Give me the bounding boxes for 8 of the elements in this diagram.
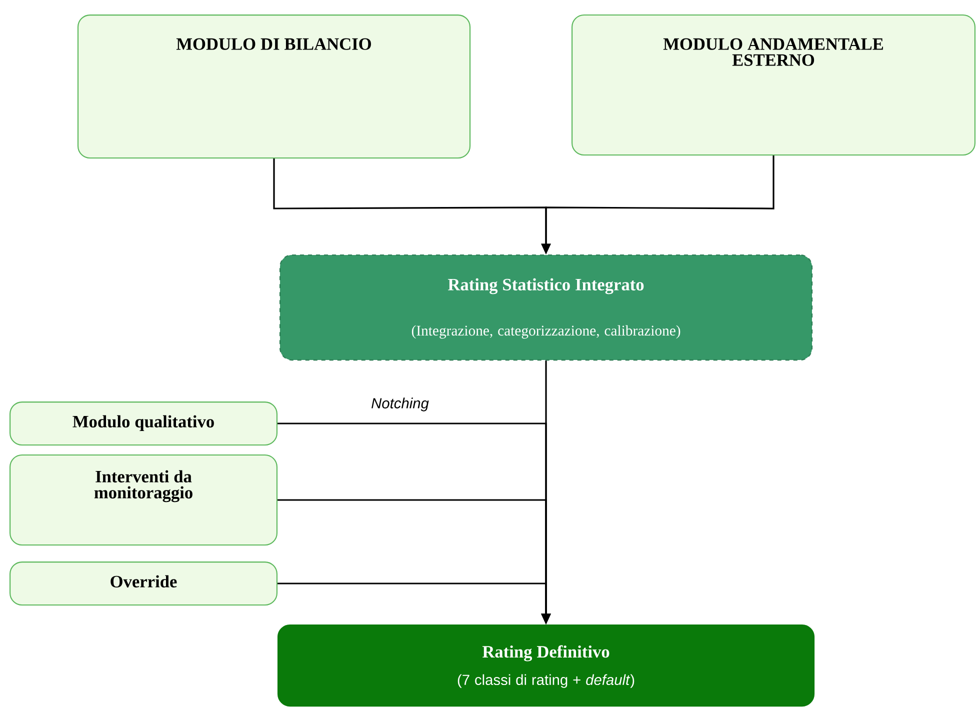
module-box: MODULO DI BILANCIO (77, 14, 471, 158)
edge-label: Notching (370, 396, 430, 413)
process-box: Rating Statistico Integrato (Integrazione, categorizzazione, calibrazione) (279, 254, 813, 361)
result-box: Rating Definitivo (7 classi di rating + default) (277, 624, 815, 707)
module-box: MODULO ANDAMENTALE ESTERNO (572, 14, 976, 156)
module-box: Override (10, 562, 278, 606)
module-box: Modulo qualitativo (10, 402, 278, 446)
module-box: Interventi da monitoraggio (10, 454, 278, 546)
